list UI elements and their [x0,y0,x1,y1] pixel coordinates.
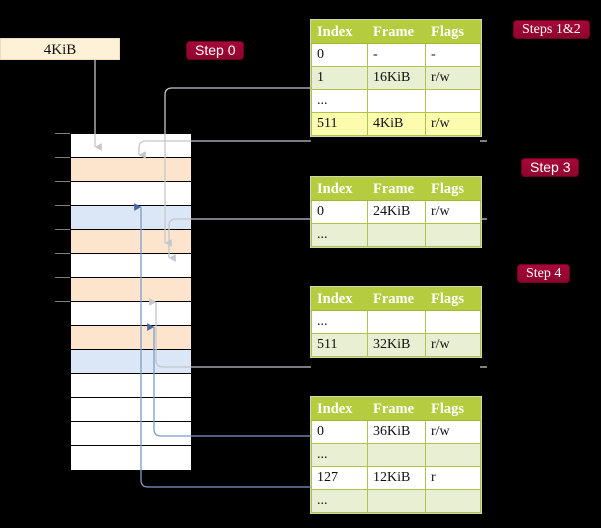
cell-flags: r [425,466,481,490]
table-row: ... [311,443,481,467]
cell-index: 1 [311,66,368,90]
memory-row [71,374,191,398]
cell-index: 127 [311,466,368,490]
cell-flags [425,443,481,467]
cell-frame [367,489,426,513]
cell-index: ... [311,443,368,467]
memory-tick-mark [55,301,70,302]
cell-frame: 24KiB [367,200,426,224]
memory-tick-mark [55,229,70,230]
cell-index: 0 [311,200,368,224]
cell-frame: 16KiB [367,66,426,90]
cell-flags: r/w [425,333,481,357]
physical-memory-column [70,133,191,470]
table-row: 0-- [311,43,481,67]
badge-step-4: Step 4 [517,264,571,283]
cell-index: 0 [311,43,368,67]
cell-frame: 36KiB [367,420,426,444]
cell-frame [367,443,426,467]
memory-tick-mark [55,253,70,254]
column-header-flags: Flags [425,20,481,44]
memory-row [71,398,191,422]
cell-flags: - [425,43,481,67]
table-row: ... [311,223,481,247]
badge-steps-1-2: Steps 1&2 [513,20,590,39]
memory-tick-mark [55,133,70,134]
cell-flags [425,310,481,334]
column-header-index: Index [311,397,368,421]
memory-tick-mark [55,277,70,278]
memory-row [71,158,191,182]
cell-index: 511 [311,333,368,357]
cell-frame: 4KiB [367,112,426,136]
memory-row [71,230,191,254]
memory-row [71,302,191,326]
column-header-flags: Flags [425,177,481,201]
cell-frame [367,310,426,334]
column-header-frame: Frame [367,20,426,44]
memory-row [71,326,191,350]
memory-row [71,206,191,230]
cell-frame [367,89,426,113]
cell-flags [425,223,481,247]
table-row: ... [311,89,481,113]
memory-tick-mark [55,205,70,206]
cell-flags: r/w [425,66,481,90]
memory-tick-mark [55,181,70,182]
cell-index: 511 [311,112,368,136]
badge-step-0: Step 0 [186,41,245,60]
memory-row [71,278,191,302]
column-header-frame: Frame [367,397,426,421]
memory-row [71,446,191,470]
column-header-index: Index [311,20,368,44]
cell-flags [425,89,481,113]
source-frame-box: 4KiB [0,38,120,60]
cell-index: ... [311,489,368,513]
cell-frame [367,223,426,247]
memory-row [71,134,191,158]
cell-frame: 32KiB [367,333,426,357]
cell-index: ... [311,310,368,334]
cell-index: ... [311,223,368,247]
column-header-frame: Frame [367,287,426,311]
cell-flags: r/w [425,112,481,136]
memory-row [71,182,191,206]
cell-index: ... [311,89,368,113]
memory-row [71,422,191,446]
cell-index: 0 [311,420,368,444]
cell-frame: 12KiB [367,466,426,490]
memory-tick-mark [55,157,70,158]
table-row: ... [311,489,481,513]
cell-flags: r/w [425,200,481,224]
column-header-flags: Flags [425,397,481,421]
badge-step-3: Step 3 [521,158,580,177]
cell-flags: r/w [425,420,481,444]
table-row: ... [311,310,481,334]
memory-row [71,350,191,374]
cell-frame: - [367,43,426,67]
memory-row [71,254,191,278]
column-header-index: Index [311,287,368,311]
column-header-frame: Frame [367,177,426,201]
column-header-index: Index [311,177,368,201]
cell-flags [425,489,481,513]
column-header-flags: Flags [425,287,481,311]
